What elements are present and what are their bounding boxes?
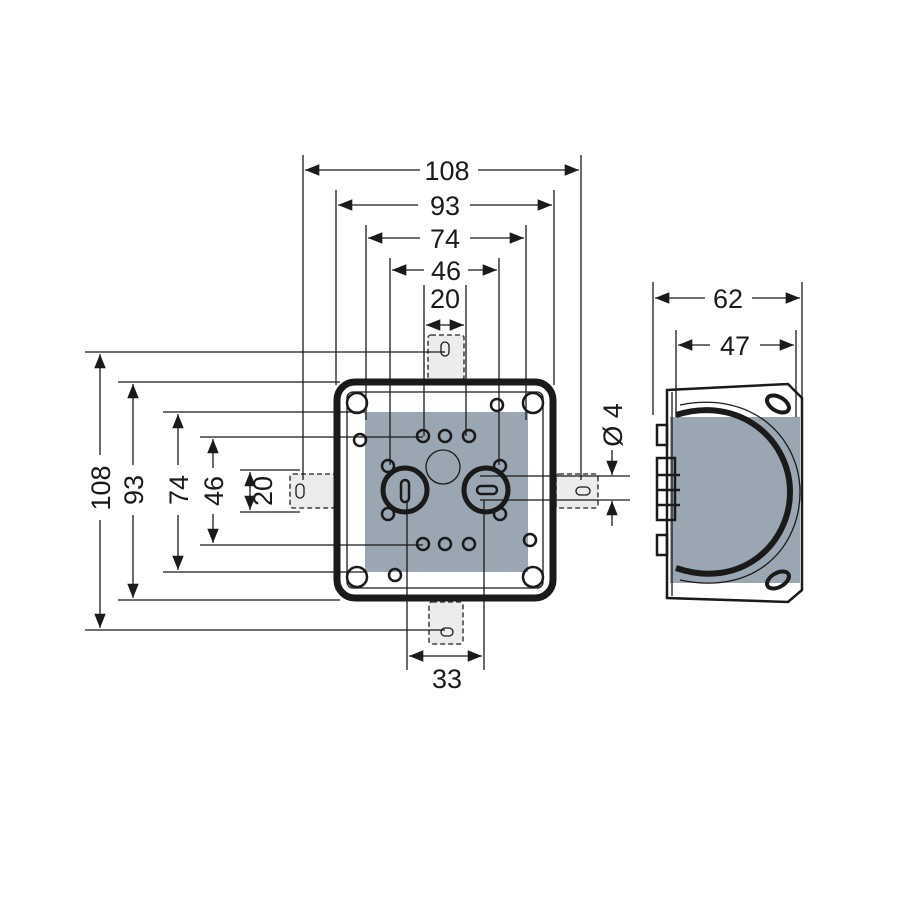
knockout-top: [427, 334, 465, 381]
dim-top-93: 93: [430, 191, 460, 221]
dim-top-74: 74: [430, 224, 460, 254]
dim-top-46: 46: [431, 256, 461, 286]
dim-hole-diameter: Ø 4: [598, 403, 628, 447]
dim-side-62: 62: [713, 284, 743, 314]
dim-left-93: 93: [119, 475, 149, 505]
dim-left-46: 46: [199, 476, 229, 506]
box-side-view: [655, 382, 804, 604]
dim-top-20: 20: [430, 284, 460, 314]
dim-side-47: 47: [720, 331, 750, 361]
knockouts: [289, 334, 599, 645]
extension-lines: [85, 155, 803, 670]
dim-bottom-33: 33: [432, 664, 462, 694]
dim-top-108: 108: [424, 156, 469, 186]
knockout-left: [289, 473, 336, 509]
dimension-lines: [94, 164, 800, 662]
box-top-view: [333, 378, 557, 602]
knockout-bottom: [428, 601, 464, 645]
dim-left-108: 108: [86, 465, 116, 510]
center-hole: [425, 449, 461, 485]
knockout-right: [555, 473, 599, 509]
dim-left-74: 74: [164, 475, 194, 505]
dim-left-20: 20: [248, 476, 278, 506]
